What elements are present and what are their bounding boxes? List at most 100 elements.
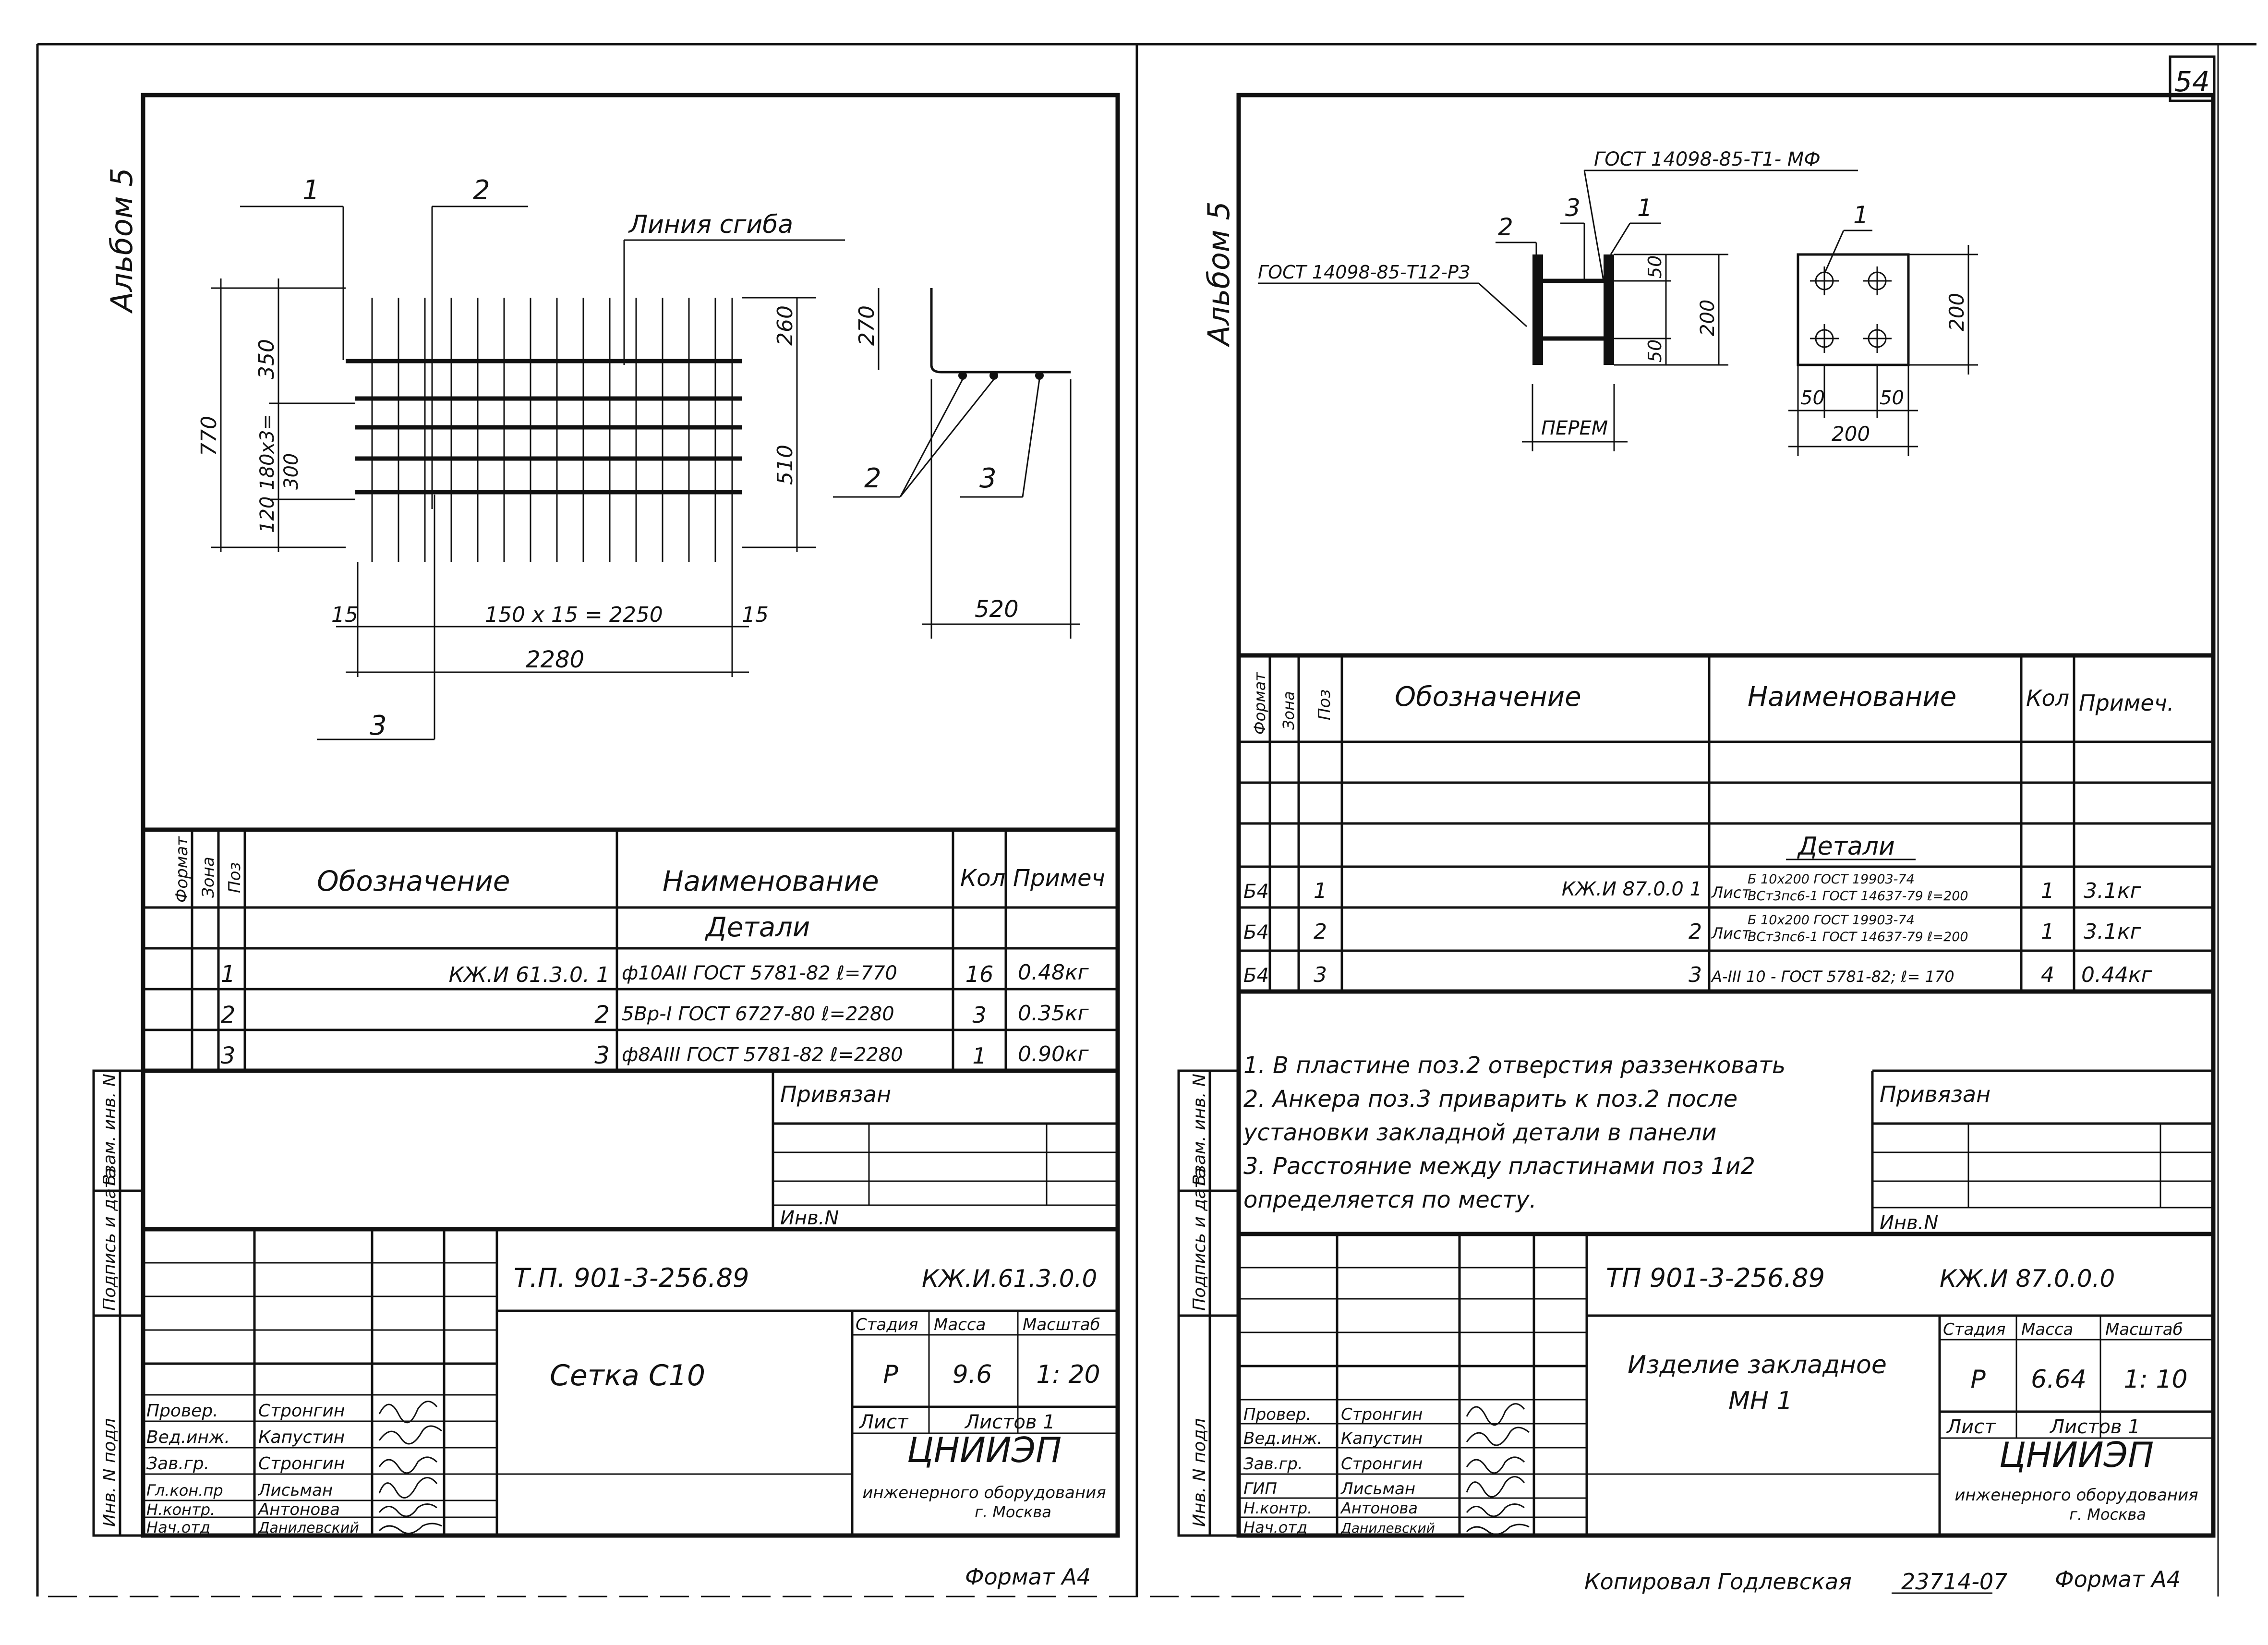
r-spec-header-designation: Обозначение	[1395, 681, 1581, 713]
right-role-2: Вед.инж.	[1243, 1429, 1322, 1448]
left-name-6: Данилевский	[257, 1520, 359, 1536]
spec-row2-designation: 2	[594, 1001, 610, 1028]
left-scale-header: Масштаб	[1023, 1315, 1100, 1334]
r-spec-header-name: Наименование	[1748, 681, 1956, 713]
r-spec-row2-pos: 2	[1314, 919, 1327, 944]
right-notes: 1. В пластине поз.2 отверстия раззенкова…	[1243, 1052, 1785, 1213]
left-name-3: Стронгин	[258, 1454, 345, 1474]
spec-header-designation: Обозначение	[317, 865, 510, 897]
dim-50-plan-left: 50	[1800, 387, 1825, 409]
right-margin-label-2: Подпись и дата	[1190, 1168, 1209, 1311]
left-album-label: Альбом 5	[104, 168, 139, 314]
left-margin-label-2: Подпись и дата	[100, 1168, 120, 1311]
dim-200-plan-bottom: 200	[1832, 422, 1870, 446]
r-spec-row1-format: Б4	[1243, 881, 1269, 903]
r-spec-row3-pos: 3	[1314, 963, 1327, 987]
left-sheets-header: Листов 1	[964, 1411, 1055, 1433]
r-spec-section-label: Детали	[1797, 832, 1895, 861]
right-sheet: Альбом 5 Взам. инв. N Подпись и дата Инв…	[1177, 93, 2216, 1595]
right-doc-title-2: МН 1	[1728, 1387, 1793, 1415]
perem-label: ПЕРЕМ	[1541, 417, 1608, 439]
left-signatures	[378, 1401, 442, 1535]
right-role-1: Провер.	[1243, 1405, 1311, 1424]
section-callout-2: 2	[864, 463, 881, 494]
left-stage-value: Р	[883, 1360, 898, 1389]
dim-2280: 2280	[526, 646, 584, 673]
left-margin-label-3: Инв. N подл	[100, 1418, 120, 1527]
mesh-drawing: Линия сгиба 1 2 3 770 350 120 180x3= 300	[197, 175, 1080, 741]
spec-header-pos: Поз	[225, 862, 244, 893]
right-signatures	[1466, 1403, 1530, 1536]
plate-pos1	[1604, 254, 1614, 365]
spec-row3-qty: 1	[972, 1043, 986, 1069]
left-name-2: Капустин	[258, 1427, 345, 1447]
dim-300: 300	[280, 453, 302, 490]
left-role-6: Нач.отд	[146, 1518, 210, 1536]
r-spec-row1-note: 3.1кг	[2084, 879, 2142, 903]
right-role-3: Зав.гр.	[1243, 1454, 1303, 1474]
left-name-1: Стронгин	[258, 1401, 345, 1421]
spec-row1-pos: 1	[221, 961, 236, 988]
right-role-6: Нач.отд	[1243, 1518, 1307, 1536]
right-project-number: ТП 901-3-256.89	[1606, 1263, 1825, 1293]
dim-50-top: 50	[1644, 255, 1665, 278]
spec-row2-name: 5Вр-I ГОСТ 6727-80 ℓ=2280	[622, 1003, 894, 1025]
left-privyazan-label: Привязан	[780, 1081, 891, 1107]
dim-2250: 150 x 15 = 2250	[485, 603, 663, 627]
plate-pos2	[1532, 254, 1543, 365]
note-3: 3. Расстояние между пластинами поз 1и2	[1243, 1153, 1755, 1180]
transverse-bars	[371, 298, 733, 562]
left-spec-table: Формат Зона Поз Обозначение Наименование…	[143, 827, 1118, 1073]
r-spec-header-format: Формат	[1251, 672, 1269, 735]
left-role-2: Вед.инж.	[146, 1427, 230, 1447]
right-album-label: Альбом 5	[1201, 201, 1236, 348]
left-role-4: Гл.кон.пр	[146, 1481, 223, 1500]
page-number: 54	[2174, 65, 2210, 98]
left-margin-strip: Взам. инв. N Подпись и дата Инв. N подл	[92, 1069, 145, 1537]
r-spec-row2-note: 3.1кг	[2084, 919, 2142, 944]
right-inv-no-label: Инв.N	[1880, 1212, 1938, 1234]
r-spec-header-note: Примеч.	[2079, 690, 2174, 716]
right-sheet-header: Лист	[1946, 1416, 1996, 1438]
r-spec-row2-name-a: Лист	[1711, 924, 1751, 943]
left-binding-box: Привязан Инв.N	[772, 1071, 1118, 1229]
embedded-part-drawing: ГОСТ 14098-85-Т1- МФ ГОСТ 14098-85-Т12-Р…	[1258, 148, 1978, 456]
dim-350: 350	[254, 339, 279, 379]
r-spec-row3-note: 0.44кг	[2081, 963, 2153, 987]
bent-bar-section	[930, 288, 1071, 374]
right-org-sub: инженерного оборудования	[1954, 1486, 2198, 1505]
spec-header-name: Наименование	[663, 865, 879, 897]
gost-top-label: ГОСТ 14098-85-Т1- МФ	[1594, 148, 1821, 170]
left-scale-value: 1: 20	[1036, 1360, 1100, 1389]
dim-50-bottom: 50	[1644, 339, 1665, 363]
dim-15-right: 15	[742, 603, 769, 627]
right-doc-code: КЖ.И 87.0.0.0	[1940, 1265, 2115, 1293]
note-1: 1. В пластине поз.2 отверстия раззенкова…	[1243, 1052, 1785, 1079]
left-margin-label-1: Взам. инв. N	[100, 1074, 120, 1186]
copied-by: Копировал Годлевская	[1584, 1569, 1852, 1595]
left-role-1: Провер.	[146, 1401, 218, 1421]
spec-row2-note: 0.35кг	[1018, 1001, 1089, 1026]
dim-200-plan-side: 200	[1945, 293, 1968, 331]
right-org-city: г. Москва	[2069, 1505, 2146, 1524]
left-name-4: Лисьман	[257, 1481, 333, 1500]
spec-row1-note: 0.48кг	[1018, 960, 1089, 985]
left-name-5: Антонова	[257, 1500, 340, 1519]
dim-120: 120 180x3=	[256, 414, 278, 533]
part-callout-2: 2	[1498, 213, 1513, 241]
left-role-5: Н.контр.	[146, 1500, 215, 1519]
spec-row1-designation: КЖ.И 61.3.0. 1	[449, 963, 610, 987]
r-spec-row2-name-c: ВСт3пс6-1 ГОСТ 14637-79 ℓ=200	[1748, 930, 1968, 944]
right-privyazan-label: Привязан	[1880, 1081, 1991, 1107]
plate-plan	[1797, 253, 1910, 366]
left-format-label: Формат А4	[965, 1564, 1091, 1590]
r-spec-row1-name-c: ВСт3пс6-1 ГОСТ 14637-79 ℓ=200	[1748, 889, 1968, 904]
page-number-box: 54	[2169, 55, 2216, 102]
r-spec-header-qty: Кол	[2026, 685, 2069, 711]
right-name-6: Данилевский	[1340, 1520, 1435, 1536]
r-spec-row2-qty: 1	[2041, 919, 2054, 944]
left-org-name: ЦНИИЭП	[907, 1430, 1062, 1470]
dim-260: 260	[773, 305, 797, 346]
dim-520: 520	[975, 596, 1019, 623]
right-margin-label-3: Инв. N подл	[1190, 1418, 1209, 1527]
